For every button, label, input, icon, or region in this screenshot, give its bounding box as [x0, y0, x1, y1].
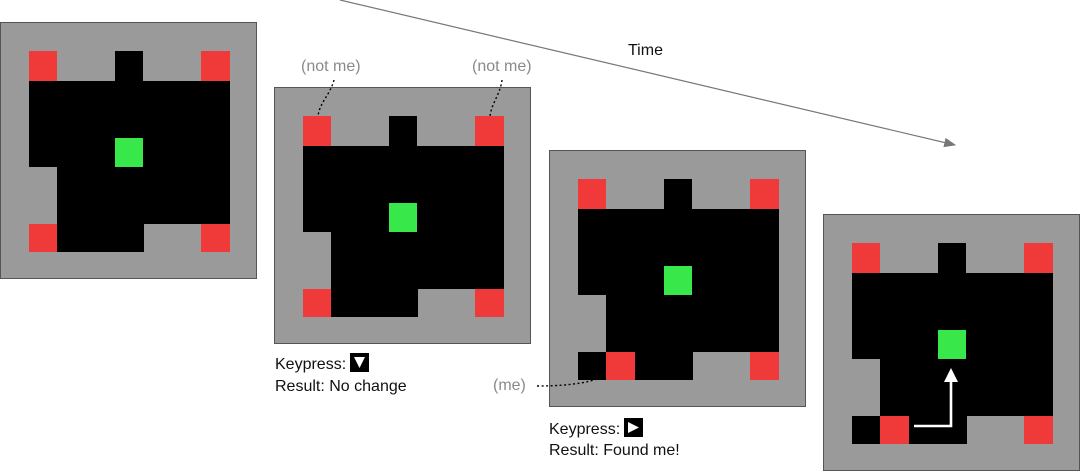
frame-2-keypress: Keypress:: [275, 353, 370, 374]
maze-wall: [578, 352, 693, 380]
down-arrow-key-icon: [350, 353, 370, 372]
leader-line-me: [536, 373, 608, 387]
maze-wall: [938, 243, 966, 273]
right-arrow-key-icon: [624, 418, 644, 437]
candidate-square: [606, 352, 635, 380]
frame-2-panel: [274, 87, 531, 344]
candidate-square: [852, 243, 880, 273]
frame-3-keypress: Keypress:: [549, 418, 644, 439]
goal-square: [389, 203, 417, 232]
candidate-square: [750, 179, 779, 209]
maze-wall: [664, 179, 692, 209]
time-label: Time: [628, 42, 663, 59]
frame-1-panel: [0, 22, 257, 279]
not-me-label-left: (not me): [301, 58, 361, 75]
maze-wall: [115, 51, 143, 81]
maze-wall: [852, 416, 967, 444]
leader-line-left: [317, 79, 335, 117]
goal-square: [938, 330, 966, 359]
maze-wall: [880, 359, 1053, 416]
me-label: (me): [493, 377, 526, 394]
candidate-square: [201, 224, 230, 252]
candidate-square: [475, 116, 504, 146]
candidate-square: [29, 51, 57, 81]
goal-square: [115, 138, 143, 167]
candidate-square: [303, 289, 331, 317]
maze-wall: [57, 167, 230, 224]
keypress-label: Keypress:: [549, 421, 621, 438]
candidate-square: [29, 224, 57, 252]
path-arrow: [914, 374, 953, 428]
path-arrowhead: [944, 368, 958, 382]
maze-wall: [606, 295, 779, 352]
candidate-square: [578, 179, 606, 209]
candidate-square: [475, 289, 504, 317]
maze-wall: [331, 289, 418, 317]
candidate-square: [750, 352, 779, 380]
frame-3-result: Result: Found me!: [549, 442, 680, 459]
not-me-label-right: (not me): [472, 58, 532, 75]
keypress-label: Keypress:: [275, 356, 347, 373]
frame-3-panel: [549, 150, 806, 407]
candidate-square: [1024, 416, 1053, 444]
goal-square: [664, 266, 692, 295]
maze-wall: [331, 232, 504, 289]
frame-4-panel: [823, 214, 1080, 471]
maze-wall: [389, 116, 417, 146]
frame-2-result: Result: No change: [275, 378, 407, 395]
candidate-square: [1024, 243, 1053, 273]
candidate-square: [201, 51, 230, 81]
timeline-arrow: [339, 0, 957, 148]
leader-line-right: [489, 79, 503, 117]
candidate-square: [880, 416, 909, 444]
maze-wall: [57, 224, 144, 252]
candidate-square: [303, 116, 331, 146]
